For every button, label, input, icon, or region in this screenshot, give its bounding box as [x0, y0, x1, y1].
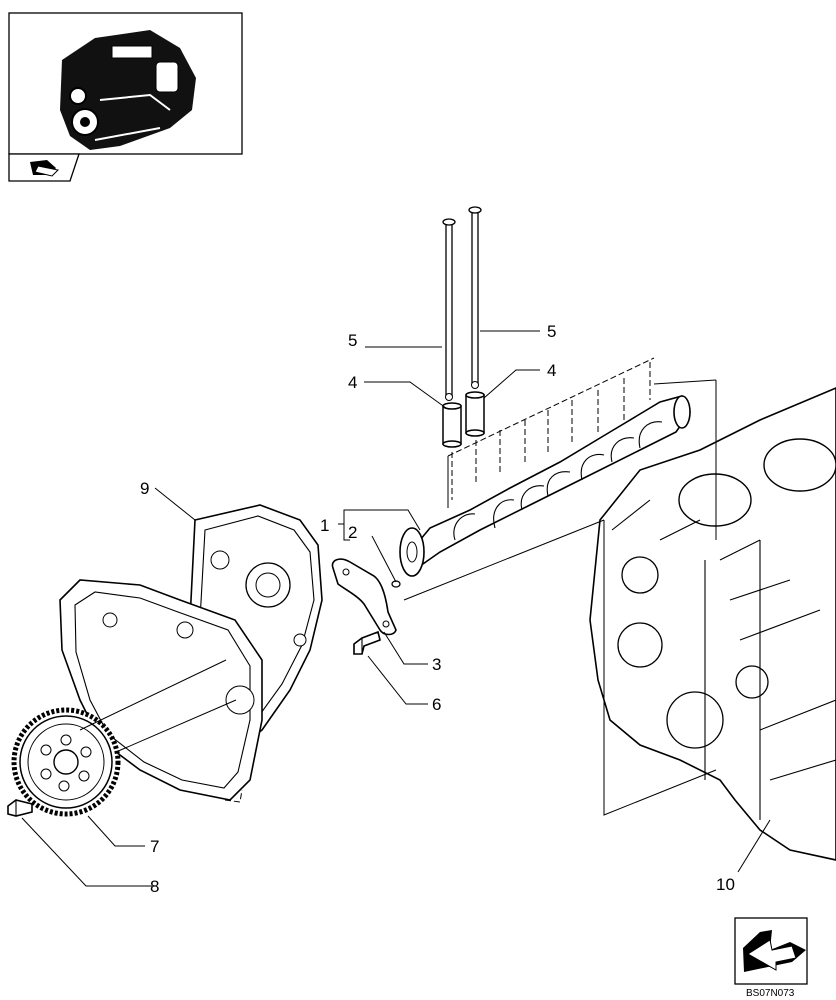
back-navigation-button[interactable] [8, 153, 80, 182]
screw [353, 630, 381, 655]
camshaft [399, 395, 691, 577]
camshaft-alignment-lines [447, 357, 655, 500]
drawing-code: BS07N073 [746, 988, 795, 999]
callout-5-right: 5 [547, 322, 556, 341]
forward-arrow-icon [743, 930, 806, 972]
callout-6: 6 [432, 695, 441, 714]
callout-2: 2 [348, 523, 357, 542]
forward-navigation-button[interactable] [734, 917, 808, 985]
callout-labels: 1 2 3 4 4 5 5 6 7 8 9 10 [140, 322, 735, 896]
engine-block [589, 387, 836, 861]
callout-5-left: 5 [348, 331, 357, 350]
assembly-reference-lines [79, 379, 717, 816]
camshaft-gear [11, 707, 121, 817]
tappet-left [442, 402, 462, 448]
callout-9: 9 [140, 479, 149, 498]
push-rod-left [442, 218, 456, 401]
gear-screw [7, 799, 33, 817]
tappet-right [465, 391, 485, 437]
push-rod-right [468, 206, 482, 389]
callout-10: 10 [716, 875, 735, 894]
leader-lines [21, 330, 771, 887]
callout-8: 8 [150, 877, 159, 896]
callout-1: 1 [320, 516, 329, 535]
callout-3: 3 [432, 655, 441, 674]
callout-4-left: 4 [348, 373, 357, 392]
callout-7: 7 [150, 837, 159, 856]
engine-thumbnail-icon [60, 30, 196, 150]
thrust-plate [331, 558, 397, 636]
back-arrow-icon [30, 160, 60, 177]
engine-thumbnail-panel [8, 12, 243, 182]
callout-4-right: 4 [547, 361, 556, 380]
